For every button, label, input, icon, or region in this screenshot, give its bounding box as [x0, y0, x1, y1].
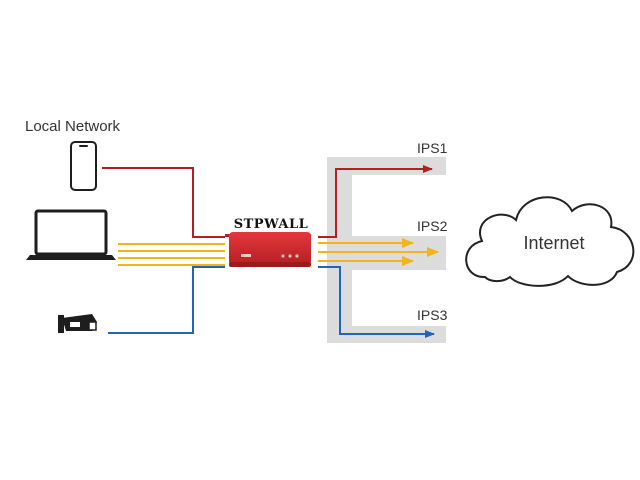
isp-label-1: IPS1 [417, 140, 448, 156]
cloud-icon [465, 196, 635, 287]
red-link-output [318, 165, 433, 238]
isp-label-3: IPS3 [417, 307, 448, 323]
firewall-label: STPWALL [234, 217, 308, 232]
red-link-input [102, 167, 225, 238]
firewall-appliance [225, 232, 311, 267]
yellow-links-output [318, 238, 439, 266]
blue-link-input [108, 266, 225, 334]
smartphone-icon [70, 141, 97, 191]
internet-label: Internet [523, 233, 584, 253]
isp-label-2: IPS2 [417, 218, 448, 234]
blue-link-output [318, 266, 435, 338]
local-network-label: Local Network [25, 118, 121, 135]
security-camera-icon [58, 314, 97, 333]
laptop-icon [26, 209, 116, 260]
yellow-links-input [118, 243, 225, 266]
